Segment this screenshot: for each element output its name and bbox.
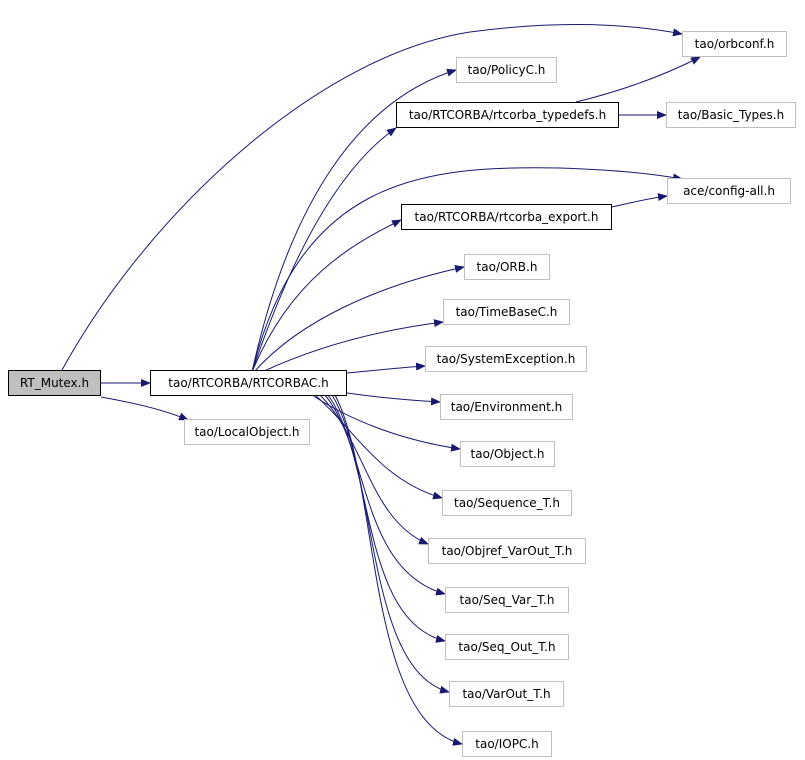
node-policyc[interactable]: tao/PolicyC.h [456, 57, 557, 83]
edge-rt-mutex-to-orbconf [61, 24, 683, 371]
edge-rtcorbac-to-sequence-t [314, 394, 443, 500]
edge-rtcorbac-to-seq-out-t [327, 394, 446, 643]
node-object[interactable]: tao/Object.h [460, 441, 555, 467]
node-seq-out-t[interactable]: tao/Seq_Out_T.h [445, 634, 569, 660]
node-rtcorbac[interactable]: tao/RTCORBA/RTCORBAC.h [150, 370, 347, 396]
node-objref-varout-t[interactable]: tao/Objref_VarOut_T.h [428, 538, 586, 564]
node-systemexception[interactable]: tao/SystemException.h [425, 346, 587, 372]
edge-rt-mutex-to-localobject [100, 396, 189, 421]
edge-rtcorba-typedefs-to-orbconf [575, 56, 701, 103]
node-rtcorba-typedefs[interactable]: tao/RTCORBA/rtcorba_typedefs.h [396, 102, 619, 128]
node-basic-types[interactable]: tao/Basic_Types.h [666, 102, 796, 128]
node-orb[interactable]: tao/ORB.h [464, 254, 550, 280]
edge-rtcorbac-to-config-all [251, 167, 683, 373]
edge-rtcorbac-to-environment [346, 392, 441, 406]
edge-rtcorbac-to-objref-varout-t [319, 394, 429, 545]
node-localobject[interactable]: tao/LocalObject.h [184, 419, 310, 445]
edge-rtcorbac-to-timebasec [261, 319, 444, 373]
node-orbconf[interactable]: tao/orbconf.h [682, 31, 787, 57]
edge-rtcorbac-to-policyc [251, 68, 457, 373]
node-varout-t[interactable]: tao/VarOut_T.h [449, 681, 564, 707]
node-config-all[interactable]: ace/config-all.h [667, 178, 791, 204]
node-sequence-t[interactable]: tao/Sequence_T.h [442, 490, 572, 516]
edge-rtcorbac-to-rtcorba-typedefs [251, 127, 397, 373]
node-rt-mutex: RT_Mutex.h [8, 370, 101, 396]
node-iopc[interactable]: tao/IOPC.h [462, 731, 552, 757]
node-timebasec[interactable]: tao/TimeBaseC.h [443, 299, 570, 325]
node-environment[interactable]: tao/Environment.h [440, 394, 573, 420]
edge-rtcorbac-to-seq-var-t [324, 394, 446, 596]
edge-rtcorbac-to-rtcorba-export [251, 219, 402, 373]
edge-rtcorbac-to-object [311, 394, 461, 452]
edge-rtcorbac-to-systemexception [346, 362, 426, 374]
edge-rtcorba-export-to-config-all [611, 193, 668, 208]
edge-rtcorbac-to-iopc [334, 394, 463, 746]
node-rtcorba-export[interactable]: tao/RTCORBA/rtcorba_export.h [401, 204, 612, 230]
node-seq-var-t[interactable]: tao/Seq_Var_T.h [445, 587, 569, 613]
edge-rtcorbac-to-orb [253, 264, 465, 373]
edge-rtcorbac-to-varout-t [331, 394, 450, 694]
